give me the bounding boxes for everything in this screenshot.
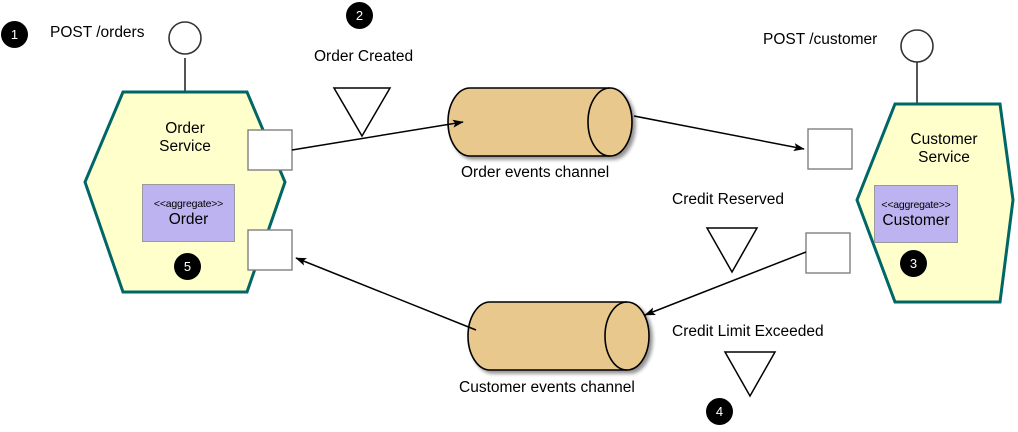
step-badge-1: 1 (1, 21, 28, 48)
customer-service-inbound-port[interactable] (807, 128, 853, 170)
customer-service-api-label: POST /customer (763, 31, 878, 48)
step-badge-4: 4 (706, 398, 733, 425)
order-service-inbound-port[interactable] (247, 229, 293, 271)
order-events-channel-label: Order events channel (461, 164, 610, 181)
order-aggregate-name: Order (168, 210, 209, 228)
credit-limit-exceeded-event-triangle (723, 351, 777, 398)
connector-order-channel-to-customer-service (633, 115, 805, 151)
step-badge-5: 5 (174, 253, 201, 280)
customer-events-channel-shape[interactable] (467, 301, 650, 371)
order-service-outbound-port[interactable] (247, 129, 293, 171)
customer-aggregate-name: Customer (882, 211, 950, 229)
connector-customer-service-to-customer-channel (644, 251, 807, 316)
customer-aggregate-stereotype: <<aggregate>> (881, 198, 951, 211)
step-badge-3: 3 (900, 250, 927, 277)
order-aggregate-box[interactable]: <<aggregate>> Order (142, 184, 235, 242)
customer-service-outbound-port[interactable] (805, 232, 851, 274)
order-service-api-label: POST /orders (50, 24, 145, 41)
credit-reserved-event-label: Credit Reserved (672, 191, 784, 208)
customer-service-name-line2: Service (918, 149, 970, 166)
order-created-event-label: Order Created (314, 48, 414, 65)
order-service-name-line1: Order (165, 120, 205, 137)
order-events-channel-shape[interactable] (447, 87, 633, 157)
customer-events-channel-label: Customer events channel (459, 379, 635, 396)
order-service-interface-circle[interactable] (168, 21, 202, 55)
customer-aggregate-box[interactable]: <<aggregate>> Customer (874, 185, 958, 243)
customer-service-interface-circle[interactable] (900, 29, 934, 63)
customer-service-name-line1: Customer (910, 131, 978, 148)
order-service-name-line2: Service (159, 138, 211, 155)
credit-limit-exceeded-event-label: Credit Limit Exceeded (672, 323, 824, 340)
connector-order-service-to-order-channel (291, 119, 464, 151)
credit-reserved-event-triangle (705, 227, 759, 274)
step-badge-2: 2 (346, 2, 373, 29)
order-created-event-triangle (332, 87, 392, 138)
order-aggregate-stereotype: <<aggregate>> (153, 197, 224, 210)
connector-customer-channel-to-order-service (295, 257, 477, 331)
